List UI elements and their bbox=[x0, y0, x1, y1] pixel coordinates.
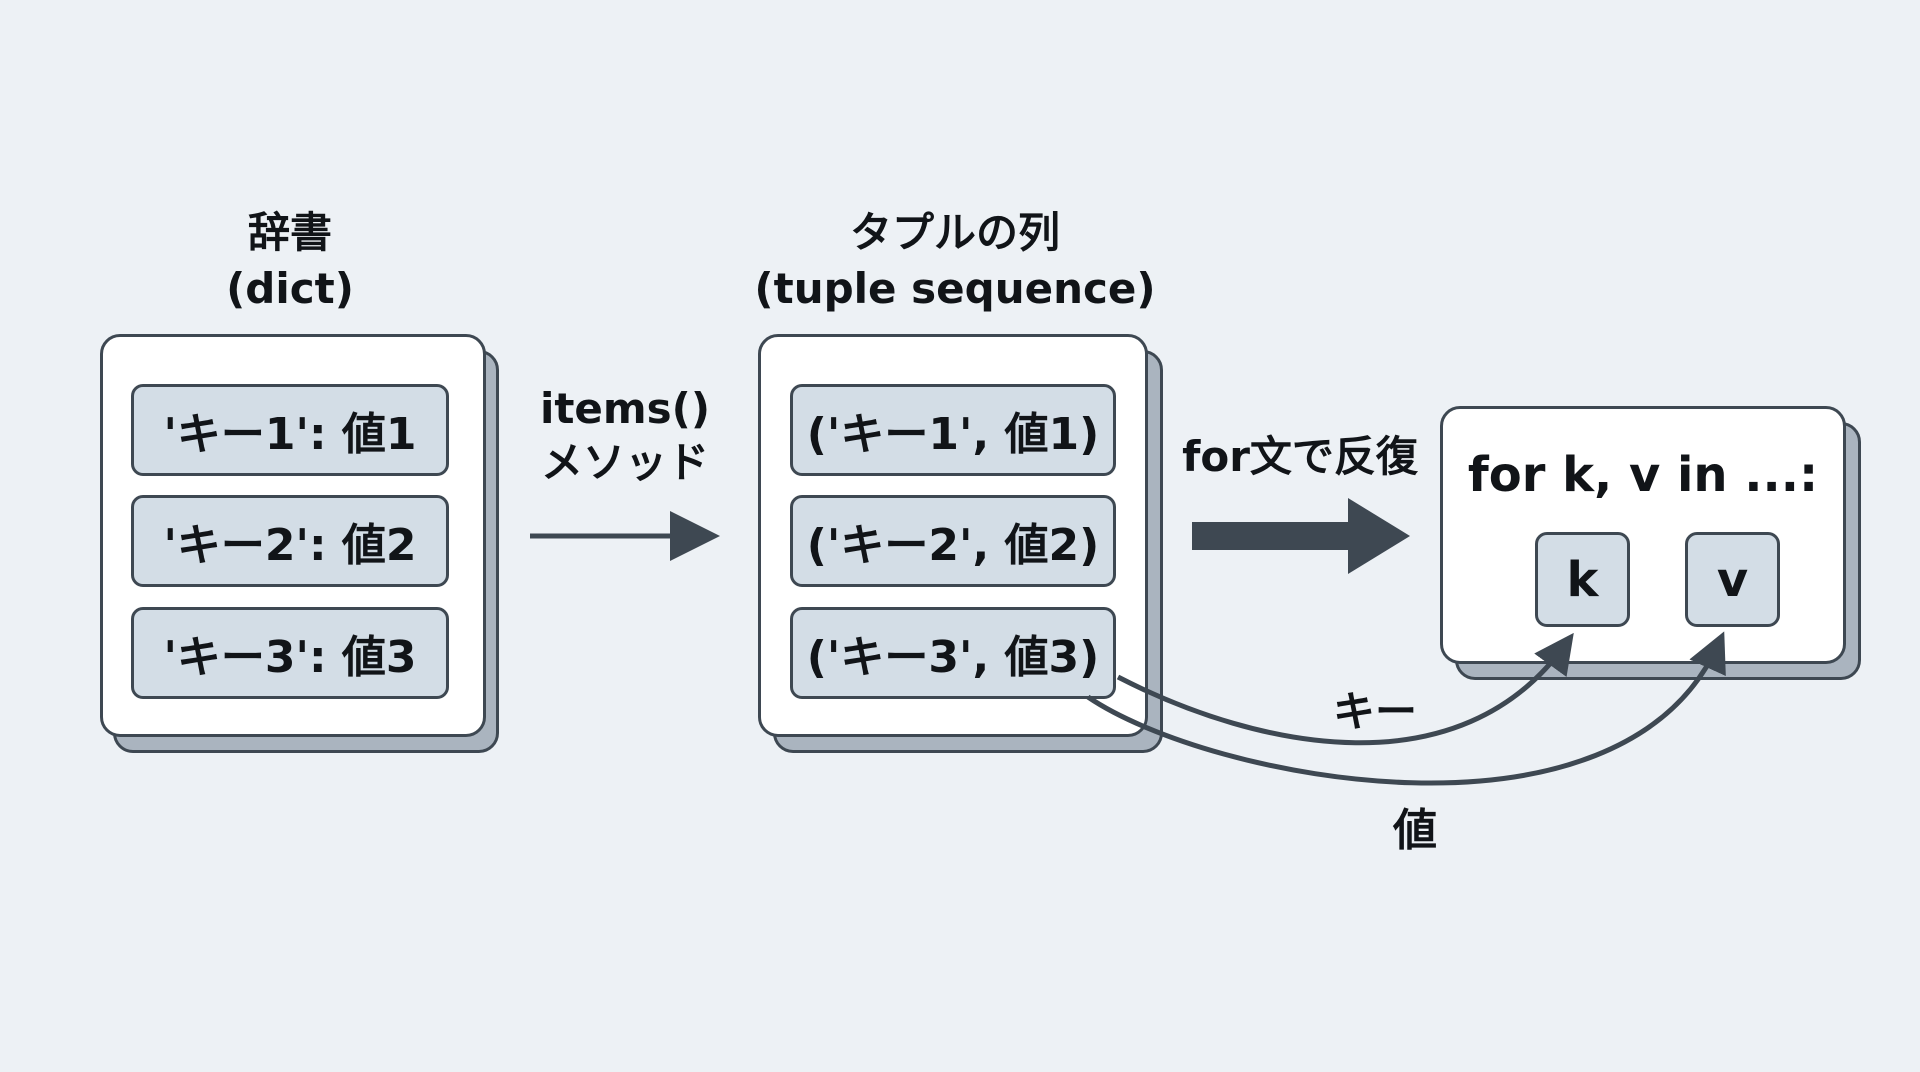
tuple-heading: タプルの列 (tuple sequence) bbox=[730, 205, 1180, 317]
tuple-item: ('キー3', 値3) bbox=[790, 607, 1116, 699]
dict-title: 辞書 bbox=[247, 208, 332, 257]
tuple-item: ('キー1', 値1) bbox=[790, 384, 1116, 476]
dict-item: 'キー3': 値3 bbox=[131, 607, 449, 699]
dict-subtitle: (dict) bbox=[226, 264, 354, 313]
value-variable-box: v bbox=[1685, 532, 1780, 627]
loop-code: for k, v in ...: bbox=[1467, 447, 1819, 503]
dict-item: 'キー2': 値2 bbox=[131, 495, 449, 587]
method-name: items() bbox=[539, 384, 711, 433]
key-arrow-label: キー bbox=[1332, 687, 1417, 736]
tuple-title: タプルの列 bbox=[849, 208, 1060, 257]
dict-heading: 辞書 (dict) bbox=[170, 205, 410, 317]
iterate-label: for文で反復 bbox=[1182, 432, 1418, 481]
method-label: items() メソッド bbox=[520, 382, 730, 490]
key-variable-box: k bbox=[1535, 532, 1630, 627]
tuple-item: ('キー2', 値2) bbox=[790, 495, 1116, 587]
iterate-arrow bbox=[1192, 498, 1410, 574]
dict-item: 'キー1': 値1 bbox=[131, 384, 449, 476]
method-subtitle: メソッド bbox=[540, 438, 709, 487]
value-arrow-label: 値 bbox=[1393, 805, 1437, 856]
key-curve-arrow bbox=[1116, 632, 1574, 746]
tuple-subtitle: (tuple sequence) bbox=[754, 264, 1156, 313]
value-curve-arrow bbox=[1086, 631, 1726, 786]
